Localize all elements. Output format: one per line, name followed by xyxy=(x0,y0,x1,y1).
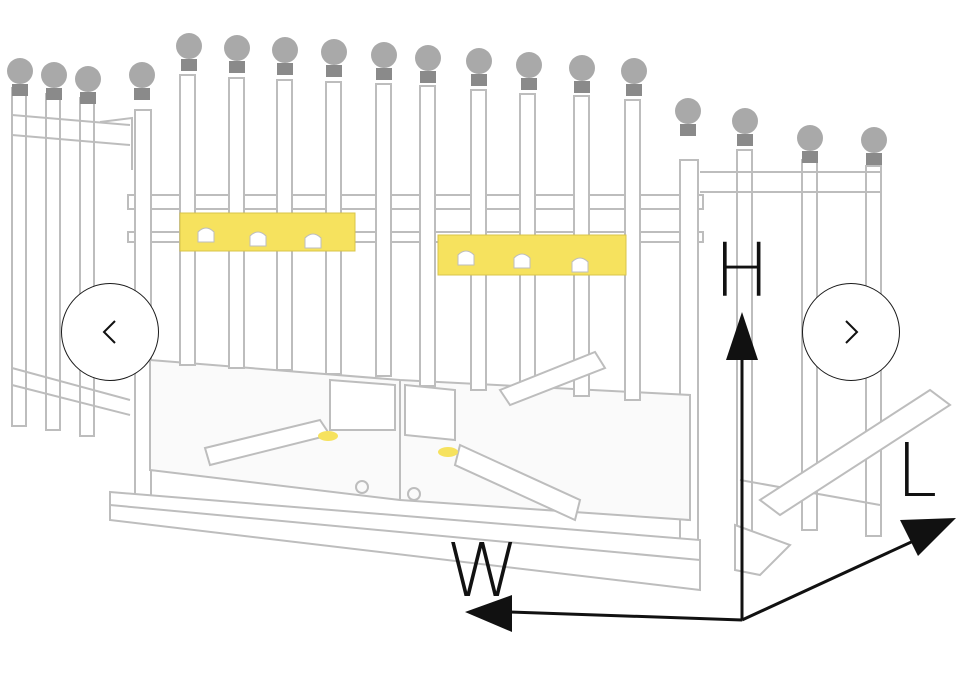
chevron-right-icon xyxy=(845,320,859,344)
yellow-plates xyxy=(179,212,627,457)
height-label: H xyxy=(714,228,770,314)
previous-image-button[interactable] xyxy=(61,283,159,381)
main-frame xyxy=(109,109,704,592)
dimension-arrows xyxy=(465,312,956,632)
right-trough xyxy=(498,350,952,577)
length-label: L xyxy=(896,428,937,514)
bar-knobs xyxy=(7,33,887,165)
width-label: W xyxy=(446,528,519,614)
next-image-button[interactable] xyxy=(802,283,900,381)
left-side-panel xyxy=(11,87,133,437)
chevron-left-icon xyxy=(102,320,116,344)
